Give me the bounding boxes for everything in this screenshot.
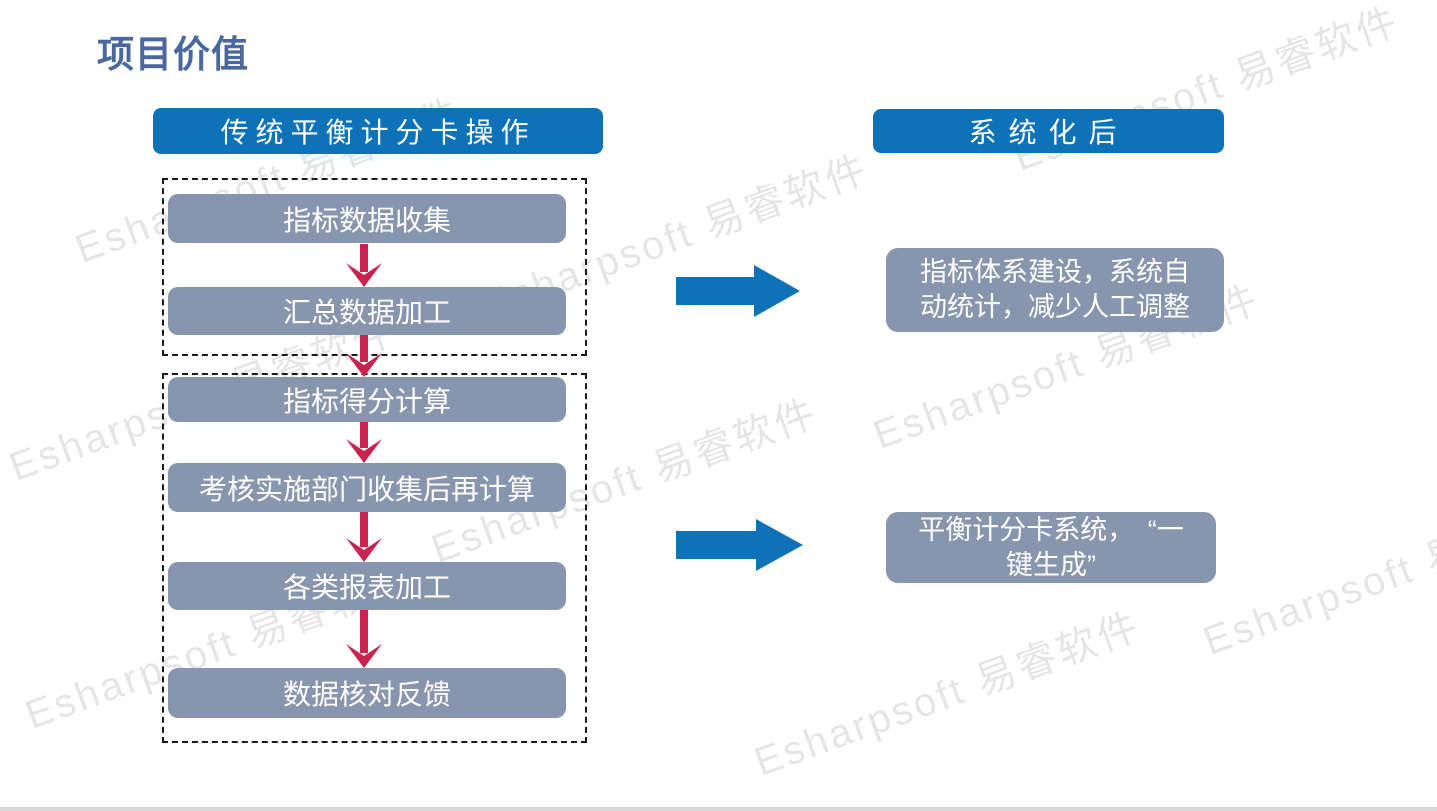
flow-step-box: 数据核对反馈 [168,668,566,718]
watermark: Esharpsoft 易睿软件 [1197,483,1437,664]
down-arrow-icon [344,512,384,563]
result-box: 平衡计分卡系统， “一 键生成” [886,512,1216,583]
result-line: 指标体系建设，系统自 [920,257,1190,287]
right-arrow-icon [676,518,804,577]
watermark: Esharpsoft 易睿软件 [1007,0,1406,180]
left-column-header: 传统平衡计分卡操作 [153,108,603,154]
dashed-group-2 [162,373,587,743]
right-arrow-icon [676,264,801,323]
dashed-group-1 [162,178,587,356]
flow-step-box: 指标得分计算 [168,377,566,422]
result-line: 平衡计分卡系统， “一 [918,514,1184,545]
flow-step-box: 考核实施部门收集后再计算 [168,463,566,512]
flow-step-box: 指标数据收集 [168,194,566,243]
result-box: 指标体系建设，系统自 动统计，减少人工调整 [886,248,1224,332]
flow-step-box: 汇总数据加工 [168,287,566,335]
slide-bottom-divider [0,807,1437,811]
result-line: 键生成” [1006,549,1096,580]
result-line: 动统计，减少人工调整 [920,292,1190,322]
right-column-header: 系统化后 [873,109,1224,153]
down-arrow-icon [344,335,384,378]
page-title: 项目价值 [97,34,249,75]
down-arrow-icon [344,244,384,288]
flow-step-box: 各类报表加工 [168,562,566,610]
down-arrow-icon [344,422,384,464]
down-arrow-icon [344,610,384,669]
watermark: Esharpsoft 易睿软件 [748,604,1147,785]
